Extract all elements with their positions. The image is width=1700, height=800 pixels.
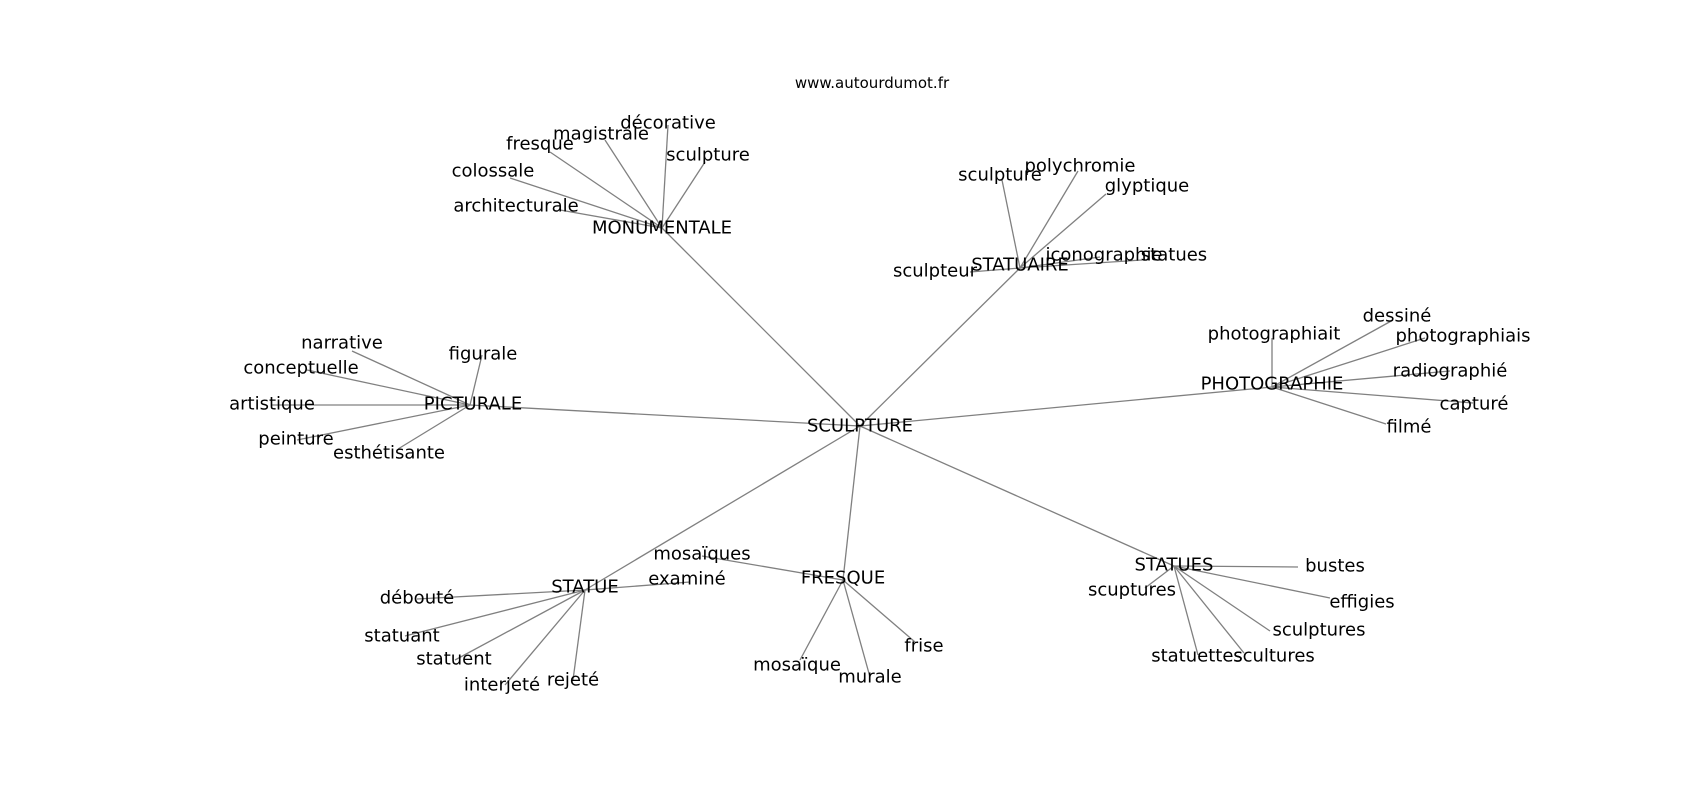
word-node: examiné (648, 569, 725, 590)
word-node: architecturale (453, 196, 578, 217)
edge-center-statues (859, 425, 1175, 567)
edge-picturale-word (469, 354, 483, 406)
edge-statues-word (1173, 565, 1331, 599)
word-node: rejeté (547, 670, 599, 691)
edge-statues-word (1173, 565, 1245, 654)
word-node: artistique (229, 394, 315, 415)
edge-statue-word (572, 589, 586, 681)
hub-node-picturale: PICTURALE (424, 394, 522, 415)
edges (272, 124, 1474, 686)
edge-statuaire-word (969, 267, 1021, 273)
word-node: conceptuelle (243, 358, 358, 379)
edge-monumentale-word (661, 124, 669, 229)
word-node: narrative (301, 333, 383, 354)
word-node: interjeté (464, 675, 540, 696)
word-node: statuant (364, 626, 439, 647)
word-node: murale (838, 667, 901, 688)
edge-photographie-word (1271, 370, 1451, 388)
hub-node-statuaire: STATUAIRE (971, 255, 1069, 276)
word-node: iconographie (1045, 245, 1162, 266)
word-node: peinture (258, 429, 333, 450)
edge-picturale-word (397, 404, 471, 450)
source-label: www.autourdumot.fr (795, 74, 950, 92)
edge-picturale-word (351, 350, 471, 406)
edge-statue-word (454, 589, 586, 661)
edge-photographie-word (1271, 319, 1394, 388)
edge-statues-word (1173, 565, 1199, 656)
word-node: bustes (1305, 556, 1365, 577)
word-node: statues (1141, 245, 1207, 266)
word-node: colossale (452, 161, 535, 182)
edge-picturale-word (306, 369, 471, 406)
word-node: effigies (1329, 592, 1394, 613)
hub-node-statues: STATUES (1135, 555, 1214, 576)
edge-center-photographie (859, 386, 1273, 427)
edge-center-fresque (842, 425, 861, 581)
word-node: figurale (449, 344, 518, 365)
word-node: capturé (1440, 394, 1509, 415)
word-node: décorative (620, 113, 716, 134)
word-node: polychromie (1024, 156, 1135, 177)
edge-monumentale-word (549, 151, 663, 229)
edge-photographie-word (1271, 386, 1387, 425)
edge-statuaire-word (1019, 256, 1101, 269)
word-node: magistrale (553, 124, 649, 145)
edge-statues-word (1173, 565, 1299, 568)
edge-center-statue (584, 425, 861, 591)
edge-statuaire-word (1019, 170, 1079, 269)
word-node: esthétisante (333, 443, 445, 464)
word-node: scuptures (1088, 580, 1176, 601)
edge-fresque-word (701, 555, 844, 581)
word-node: frise (904, 636, 943, 657)
word-node: mosaïques (653, 544, 750, 565)
hub-node-photographie: PHOTOGRAPHIE (1201, 374, 1344, 395)
word-node: débouté (380, 588, 454, 609)
edge-center-picturale (469, 404, 861, 427)
word-node: sculpture (958, 165, 1042, 186)
edge-center-statuaire (859, 267, 1021, 427)
edge-statue-word (504, 589, 586, 686)
hub-node-fresque: FRESQUE (801, 568, 885, 589)
center-node-label: SCULPTURE (807, 416, 913, 437)
edge-statues-word (1144, 565, 1175, 589)
edge-center-monumentale (661, 227, 861, 427)
word-node: glyptique (1105, 176, 1189, 197)
edge-photographie-word (1271, 386, 1474, 404)
word-node: fresque (506, 134, 574, 155)
edge-monumentale-word (559, 209, 663, 229)
edge-statues-word (1173, 565, 1271, 632)
edge-fresque-word (842, 579, 916, 643)
edge-monumentale-word (604, 139, 663, 229)
edge-statuaire-word (1019, 193, 1107, 269)
edge-fresque-word (842, 579, 871, 678)
word-node: filmé (1387, 417, 1432, 438)
word-node: sculptures (1272, 620, 1365, 641)
word-node: statuent (416, 649, 491, 670)
edge-statue-word (416, 589, 586, 600)
word-node: sculpteur (893, 261, 978, 282)
word-node: photographiais (1395, 326, 1530, 347)
word-node: radiographié (1393, 361, 1508, 382)
edge-statue-word (404, 589, 586, 637)
edge-statuaire-word (1001, 179, 1021, 269)
word-node: dessiné (1363, 306, 1432, 327)
edge-statuaire-word (1019, 259, 1143, 269)
labels: www.autourdumot.fr SCULPTURE MONUMENTALE a… (229, 74, 1530, 696)
edge-picturale-word (296, 404, 471, 441)
word-node: statuettes (1151, 646, 1243, 667)
edge-statue-word (584, 581, 691, 591)
word-node: mosaïque (753, 655, 841, 676)
edge-monumentale-word (509, 177, 663, 229)
hub-node-statue: STATUE (551, 577, 618, 598)
word-node: sculpture (666, 145, 750, 166)
edge-fresque-word (799, 579, 844, 661)
word-node: photographiait (1208, 324, 1341, 345)
edge-monumentale-word (661, 161, 706, 229)
hub-node-monumentale: MONUMENTALE (592, 218, 732, 239)
edge-photographie-word (1271, 337, 1426, 388)
word-node: scultures (1233, 646, 1315, 667)
